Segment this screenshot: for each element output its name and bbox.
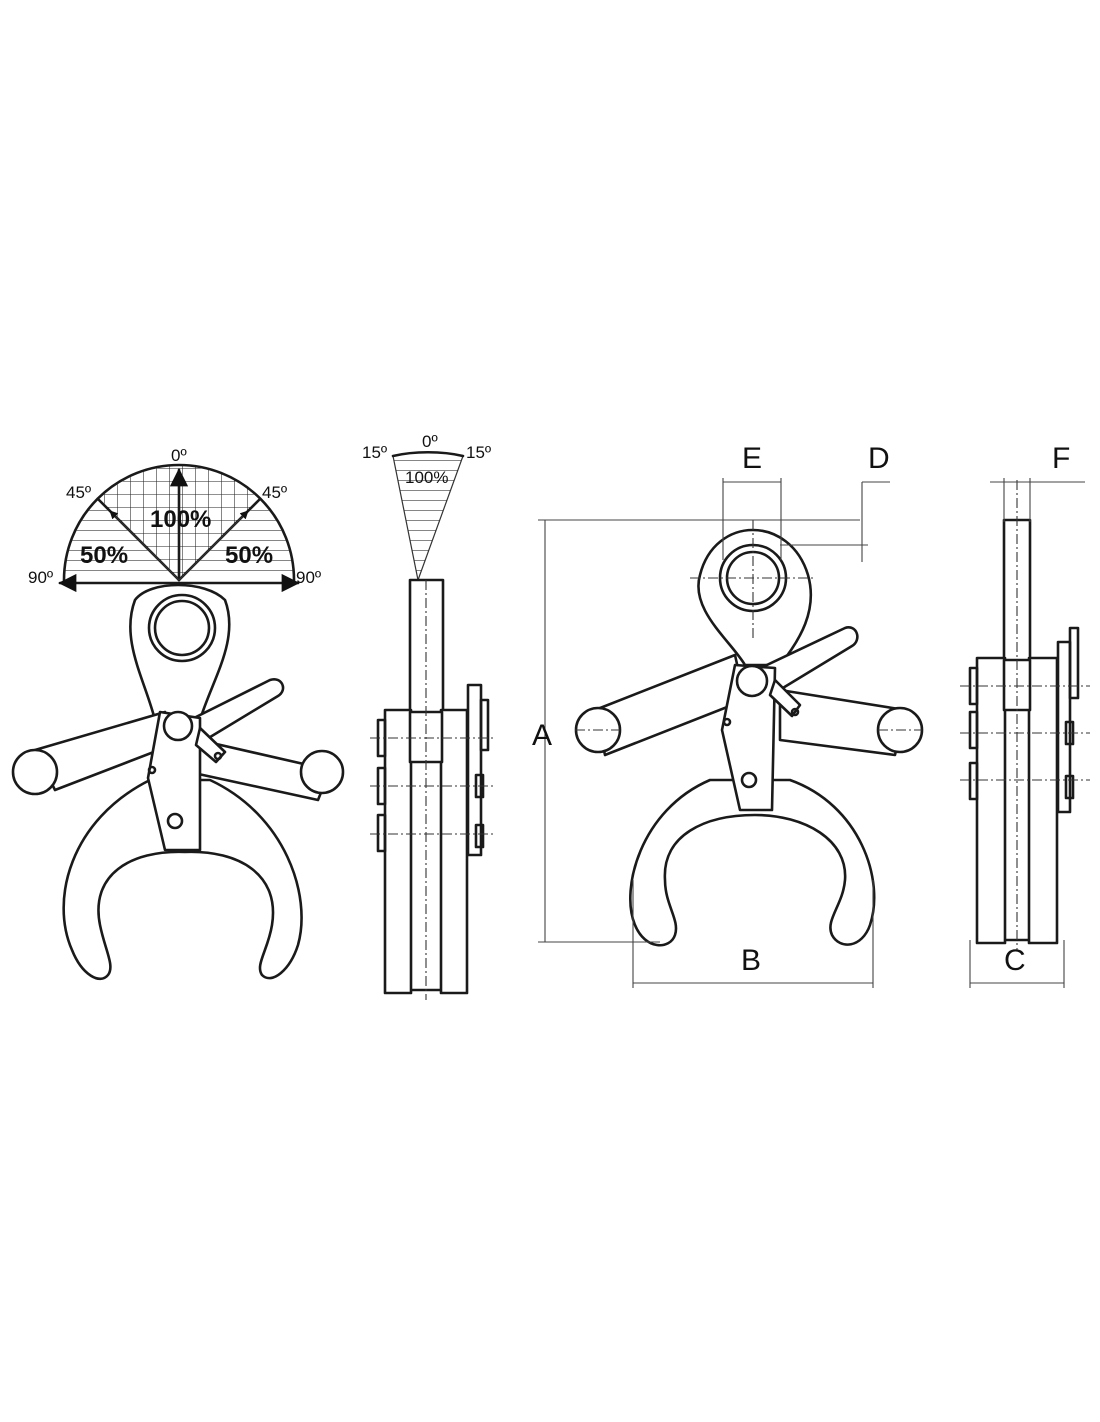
side-view-left: [370, 578, 495, 1000]
capacity-100-label: 100%: [150, 506, 211, 533]
capacity-50-left-label: 50%: [80, 542, 128, 569]
dimension-F-label: F: [1052, 442, 1070, 475]
side-view-dimensioned: C F: [960, 442, 1090, 988]
tilt-0-label: 0º: [422, 432, 438, 451]
front-view-dimensioned: A B E D: [532, 442, 924, 988]
dimension-D-label: D: [868, 442, 890, 475]
angle-90-left-label: 90º: [28, 568, 53, 587]
tilt-15-left-label: 15º: [362, 443, 387, 462]
capacity-50-right-label: 50%: [225, 542, 273, 569]
dimension-E-label: E: [742, 442, 762, 475]
dimension-C-label: C: [1004, 944, 1026, 977]
tilt-angle-chart: 15º 0º 15º 100%: [362, 432, 491, 581]
angle-0-label: 0º: [171, 446, 187, 465]
load-angle-chart: 0º 45º 45º 90º 90º 100% 50% 50%: [28, 446, 321, 593]
dimension-A-label: A: [532, 719, 552, 752]
dimension-B-label: B: [741, 944, 761, 977]
angle-45-left-label: 45º: [66, 483, 91, 502]
tilt-15-right-label: 15º: [466, 443, 491, 462]
front-view-left: [11, 583, 345, 981]
angle-45-right-label: 45º: [262, 483, 287, 502]
angle-90-right-label: 90º: [296, 568, 321, 587]
tilt-100-label: 100%: [405, 468, 448, 487]
